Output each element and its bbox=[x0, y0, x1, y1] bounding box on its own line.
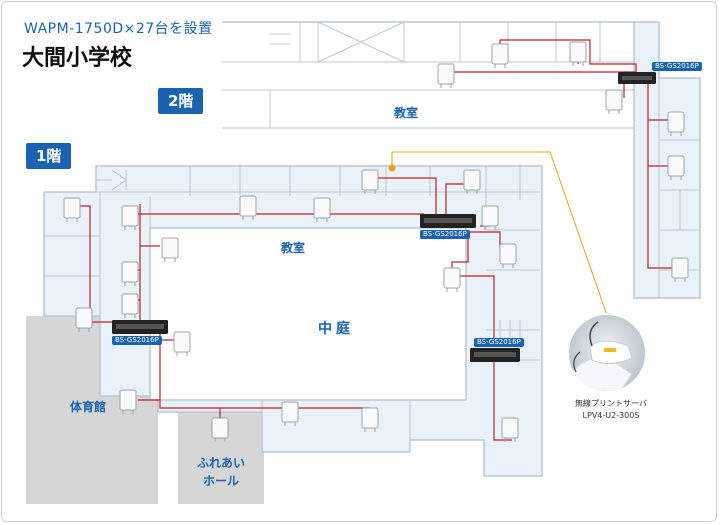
access-point bbox=[361, 407, 379, 432]
access-point bbox=[211, 417, 229, 442]
access-point bbox=[463, 169, 481, 194]
printer-link-node bbox=[388, 164, 396, 172]
switch-left bbox=[112, 320, 168, 334]
page-subtitle: WAPM-1750D×27台を設置 bbox=[24, 21, 213, 37]
access-point bbox=[121, 261, 139, 286]
switch-label-left: BS-GS2016P bbox=[112, 336, 162, 345]
floor-tag-2f: 2階 bbox=[158, 88, 204, 114]
access-point bbox=[569, 41, 587, 66]
access-point bbox=[161, 237, 179, 262]
switch-label-2f: BS-GS2016P bbox=[652, 62, 702, 71]
first-floor-plan bbox=[26, 165, 543, 504]
access-point bbox=[501, 417, 519, 442]
printer-link bbox=[391, 151, 609, 319]
access-point bbox=[491, 43, 509, 68]
second-floor-plan bbox=[222, 21, 701, 299]
print-server-image bbox=[567, 313, 647, 393]
access-point bbox=[313, 197, 331, 222]
access-point bbox=[481, 205, 499, 230]
print-server-caption: 無線プリントサーバ LPV4-U2-300S bbox=[556, 398, 666, 422]
print-server-model: LPV4-U2-300S bbox=[582, 411, 640, 420]
room-label-gym: 体育館 bbox=[70, 400, 107, 414]
switch-label-center: BS-GS2016P bbox=[420, 230, 470, 239]
access-points bbox=[63, 41, 689, 442]
access-point bbox=[75, 307, 93, 332]
access-point bbox=[121, 293, 139, 318]
access-point bbox=[671, 257, 689, 282]
access-point bbox=[121, 205, 139, 230]
floor-tag-1f: 1階 bbox=[26, 143, 72, 169]
access-point bbox=[437, 63, 455, 88]
switch-2f bbox=[618, 72, 656, 84]
switch-right bbox=[470, 348, 520, 362]
page-title: 大間小学校 bbox=[22, 46, 133, 71]
room-label-courtyard: 中庭 bbox=[318, 321, 354, 337]
access-point bbox=[499, 243, 517, 268]
access-point bbox=[667, 155, 685, 180]
access-point bbox=[63, 197, 81, 222]
access-point bbox=[361, 169, 379, 194]
access-point bbox=[173, 331, 191, 356]
room-label-classroom-2f: 教室 bbox=[394, 106, 419, 120]
print-server-name: 無線プリントサーバ bbox=[575, 399, 647, 408]
room-label-hall: ふれあい ホール bbox=[186, 454, 256, 490]
courtyard-area bbox=[149, 227, 467, 401]
access-point bbox=[281, 401, 299, 426]
switch-label-right: BS-GS2016P bbox=[474, 338, 524, 347]
room-label-classroom-1f: 教室 bbox=[281, 241, 306, 255]
access-point bbox=[119, 389, 137, 414]
room-label-hall-line1: ふれあい bbox=[196, 456, 245, 470]
room-label-hall-line2: ホール bbox=[202, 474, 239, 488]
switch-center bbox=[420, 214, 476, 228]
access-point bbox=[667, 111, 685, 136]
access-point bbox=[239, 195, 257, 220]
access-point bbox=[443, 267, 461, 292]
access-point bbox=[605, 89, 623, 114]
